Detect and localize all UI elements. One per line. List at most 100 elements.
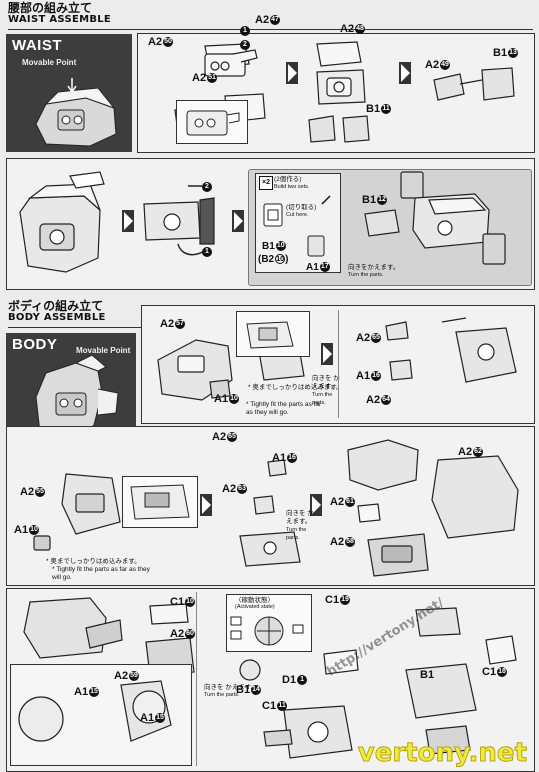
body-step7-drawing [239,649,359,759]
part-label-text: A2 [170,628,185,640]
sub-step-number-2: 2 [202,182,212,192]
body-step1-drawing [157,339,305,401]
activated-state-drawing [230,616,304,646]
waist-step6-drawing [364,171,506,265]
part-number-badge: 16 [371,371,382,382]
body-box-title: BODY [12,336,58,353]
step-divider [338,310,339,418]
body-step4-drawing [239,459,301,567]
part-label-text: A1 [306,262,319,273]
part-number-badge: 16 [287,453,298,464]
turn-note-1-en: Turn the parts. [348,272,384,278]
waist-movable-box: WAIST Movable Point [6,34,132,152]
part-label-text: A2 [222,483,237,495]
part-number-badge: 17 [319,262,330,273]
waist-header-rule [8,29,533,30]
part-number-badge: 12 [377,195,388,206]
part-number-badge: 48 [355,24,366,35]
part-number-badge: 49 [440,60,451,71]
part-number-badge: 18 [497,667,508,678]
part-label-text: C1 [325,594,340,606]
part-number-badge: 11 [381,104,392,115]
part-label-text: A1 [356,370,371,382]
part-label-text: B1 [420,669,435,681]
part-label-text: A2 [425,59,440,71]
step-arrow-icon [399,62,411,84]
body-title-en: BODY ASSEMBLE [8,311,106,323]
part-label-text: B1 [262,241,275,252]
make-two-note-en: Build two sets. [274,184,310,190]
part-number-badge: 63 [237,484,248,495]
waist-section-header: 腰部の組み立て WAIST ASSEMBLE [8,2,111,25]
part-number-badge: 55 [35,487,46,498]
turn-note-3-jp: 向きを かえます。 [286,510,314,526]
part-label-text: (B2 [258,254,275,265]
part-number-badge: 14 [251,685,262,696]
part-number-badge: 61 [345,497,356,508]
part-number-badge: 10 [185,597,196,608]
part-number-badge: 59 [129,671,140,682]
part-number-badge: 51 [207,73,218,84]
waist-movable-illustration [35,78,117,147]
step-arrow-icon [200,494,212,516]
part-label-text: C1 [170,596,185,608]
step-divider [196,592,197,766]
step-arrow-icon [232,210,244,232]
part-number-badge: 62 [473,447,484,458]
part-number-badge: 13 [508,48,519,59]
body-step3-drawing [33,473,121,551]
waist-title-jp: 腰部の組み立て [8,1,93,15]
waist-step1-detail-inset [176,100,248,144]
tight-note-1-en: * Tightly fit the parts as far as they w… [246,401,322,417]
part-number-badge: 60 [185,629,196,640]
part-number-badge: 64 [381,395,392,406]
make-two-icon: ×2 [259,176,273,190]
part-label-text: B1 [362,194,377,206]
turn-note-2-jp: 向きを かえます。 [312,375,340,391]
body-section-header: ボディの組み立て BODY ASSEMBLE [8,300,106,323]
part-label-text: A2 [148,36,163,48]
body-step5-drawing [347,439,519,577]
part-label-text: A1 [272,452,287,464]
tight-note-1-jp: * 奥までしっかりはめ込みます。 [248,384,343,391]
part-number-badge: 19 [340,595,351,606]
make-two-note-jp: (2個作る) [274,176,302,183]
body-step8-drawing [405,607,517,755]
part-label-text: B1 [366,103,381,115]
part-number-badge: 11 [277,701,288,712]
part-number-badge: 58 [345,537,356,548]
part-label-text: A2 [212,431,227,443]
activated-state-en: (Activated state) [235,604,275,610]
step-arrow-icon [122,210,134,232]
part-label-text: D1 [282,674,297,686]
detail-drawing [130,484,190,520]
turn-note-3-en: Turn the parts. [286,527,307,542]
body-movable-label: Movable Point [76,346,131,355]
part-label-text: A2 [366,394,381,406]
part-number-badge: 65 [371,333,382,344]
body-step1-detail-inset [236,311,310,357]
part-number-badge: 10 [29,525,40,536]
tight-note-2-en: * Tightly fit the parts as far as they w… [52,566,150,582]
turn-note-4-en: Turn the parts. [204,692,240,698]
part-label-text: A2 [356,332,371,344]
part-label-text: A2 [114,670,129,682]
part-label-text: B1 [493,47,508,59]
waist-step2-drawing [308,41,370,143]
part-number-badge: 1 [297,675,308,686]
